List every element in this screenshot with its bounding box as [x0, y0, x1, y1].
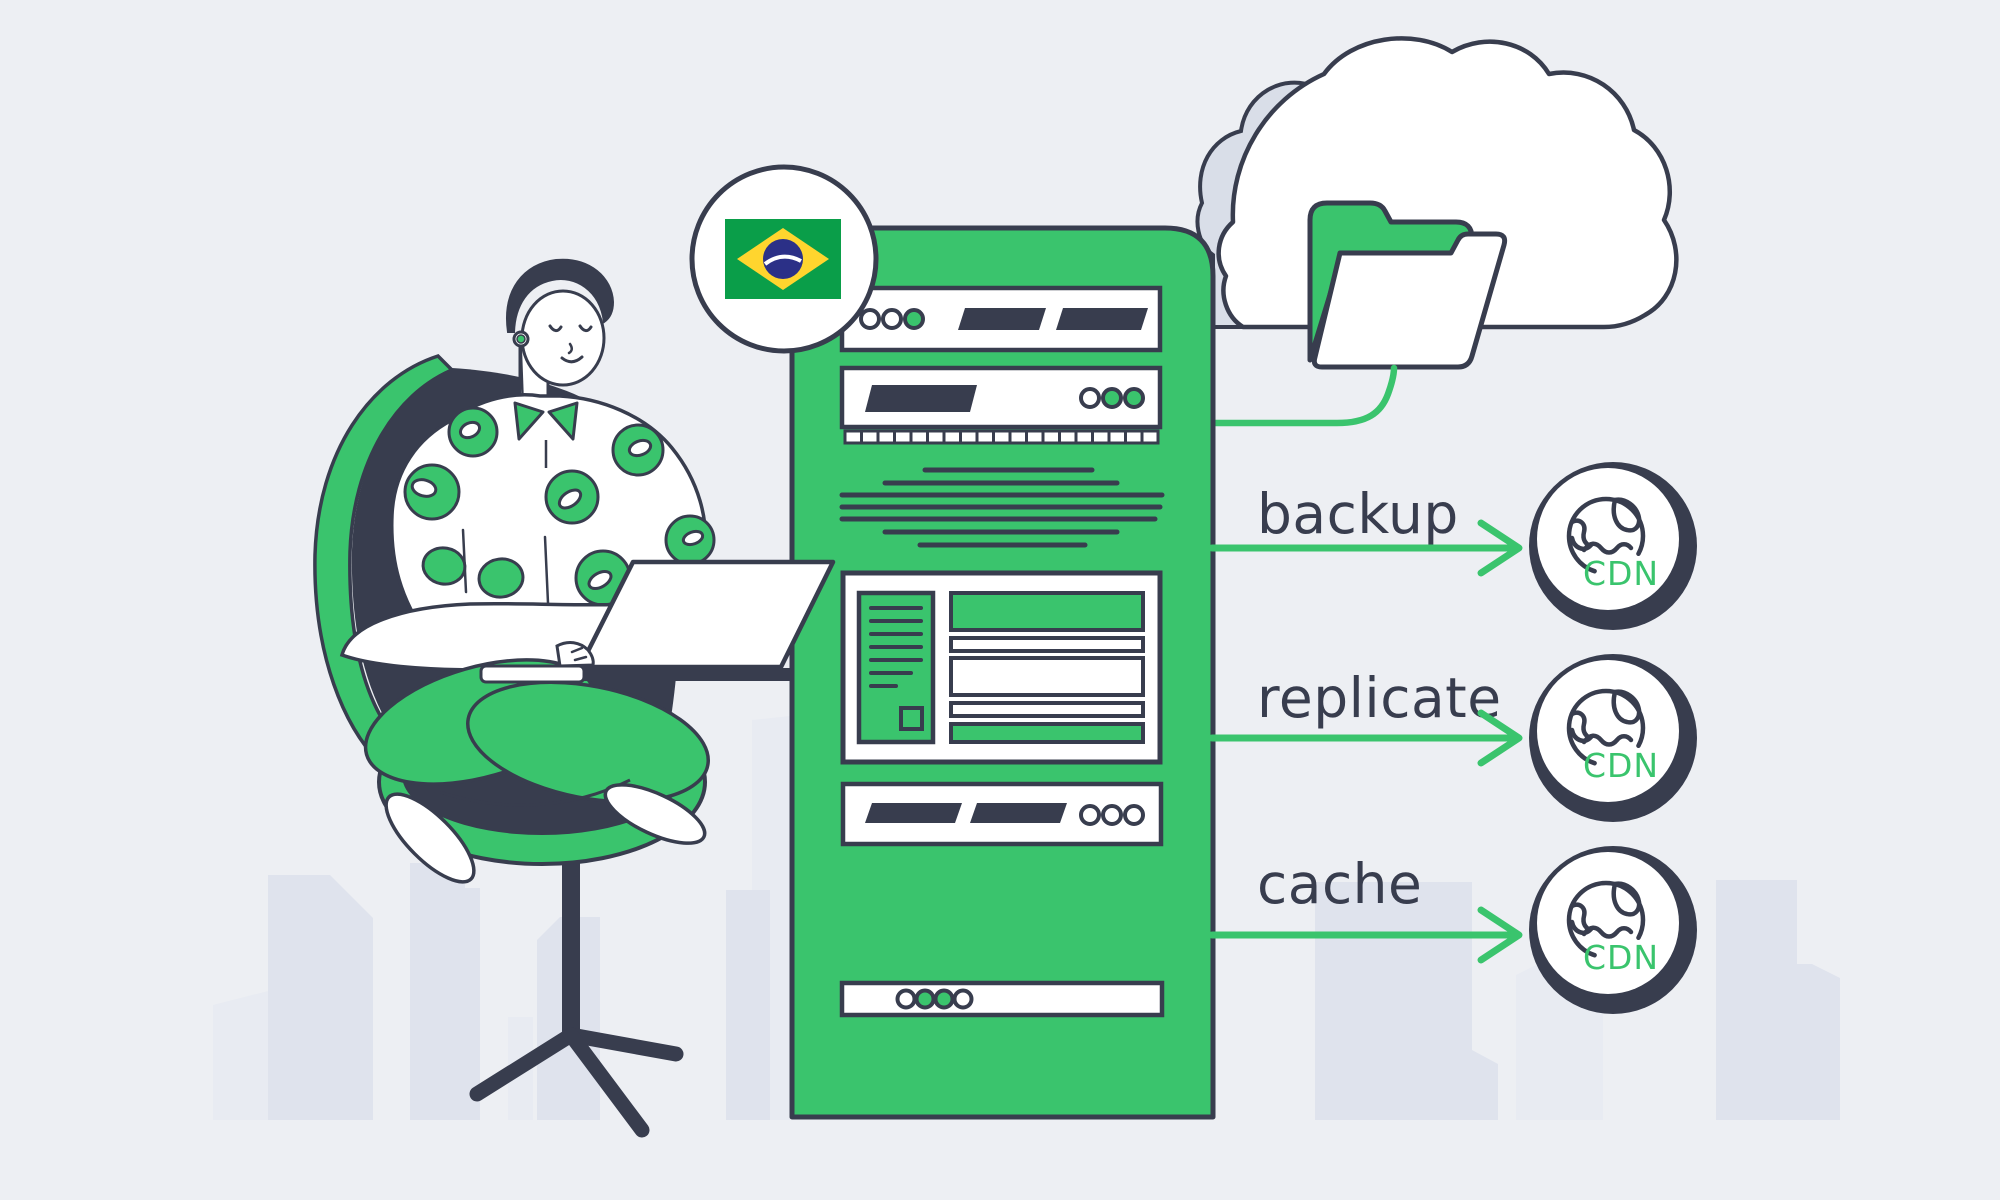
- cdn-label-3: CDN: [1583, 938, 1659, 977]
- cdn-badge-3: CDN: [1529, 846, 1697, 1014]
- face: [520, 289, 606, 387]
- person-on-chair: [313, 258, 836, 1138]
- server-rack-unit-2: [840, 781, 1164, 847]
- head: [506, 258, 615, 387]
- cdn-label-2: CDN: [1583, 746, 1659, 785]
- server-browser-bar: [839, 285, 1163, 353]
- city-skyline: [213, 716, 1840, 1120]
- backup-arrowhead-icon: [1477, 519, 1523, 577]
- server-rack-unit-1: [839, 365, 1163, 445]
- server-admin-panel: [840, 570, 1163, 765]
- flow-cache: cache CDN: [1208, 846, 1697, 1014]
- laptop-screen: [577, 559, 836, 670]
- brazil-flag-icon: [725, 219, 841, 299]
- globe-icon: [1566, 496, 1646, 576]
- speech-bubble: [689, 164, 879, 354]
- cdn-badge-1: CDN: [1529, 462, 1697, 630]
- server-status-bar: [839, 980, 1165, 1018]
- replicate-arrowhead-icon: [1477, 709, 1523, 767]
- laptop: [479, 559, 836, 684]
- server-tower: [789, 225, 1216, 1120]
- globe-icon: [1566, 880, 1646, 960]
- hair: [506, 258, 615, 333]
- earbud-icon: [516, 334, 526, 344]
- hand: [555, 641, 595, 668]
- cdn-badge-2: CDN: [1529, 654, 1697, 822]
- connector-line: [1206, 364, 1398, 427]
- collar: [513, 401, 579, 468]
- laptop-base: [479, 664, 586, 684]
- earbud-wire: [520, 346, 524, 403]
- fingers: [570, 646, 588, 662]
- flow-label-replicate: replicate: [1257, 666, 1502, 730]
- cdn-label-1: CDN: [1583, 554, 1659, 593]
- flow-replicate: replicate CDN: [1208, 654, 1697, 822]
- server-text-lines: [839, 467, 1165, 548]
- feet: [384, 783, 707, 884]
- flow-backup: backup CDN: [1208, 462, 1697, 630]
- shirt-creases: [461, 528, 550, 605]
- cache-arrowhead-icon: [1477, 906, 1523, 964]
- globe-icon: [1566, 688, 1646, 768]
- chair-base: [469, 840, 684, 1138]
- flow-label-cache: cache: [1257, 852, 1422, 916]
- flow-label-backup: backup: [1257, 482, 1459, 546]
- face-features: [548, 324, 593, 364]
- folder-icon: [1307, 200, 1508, 370]
- shirt-pattern: [403, 406, 716, 607]
